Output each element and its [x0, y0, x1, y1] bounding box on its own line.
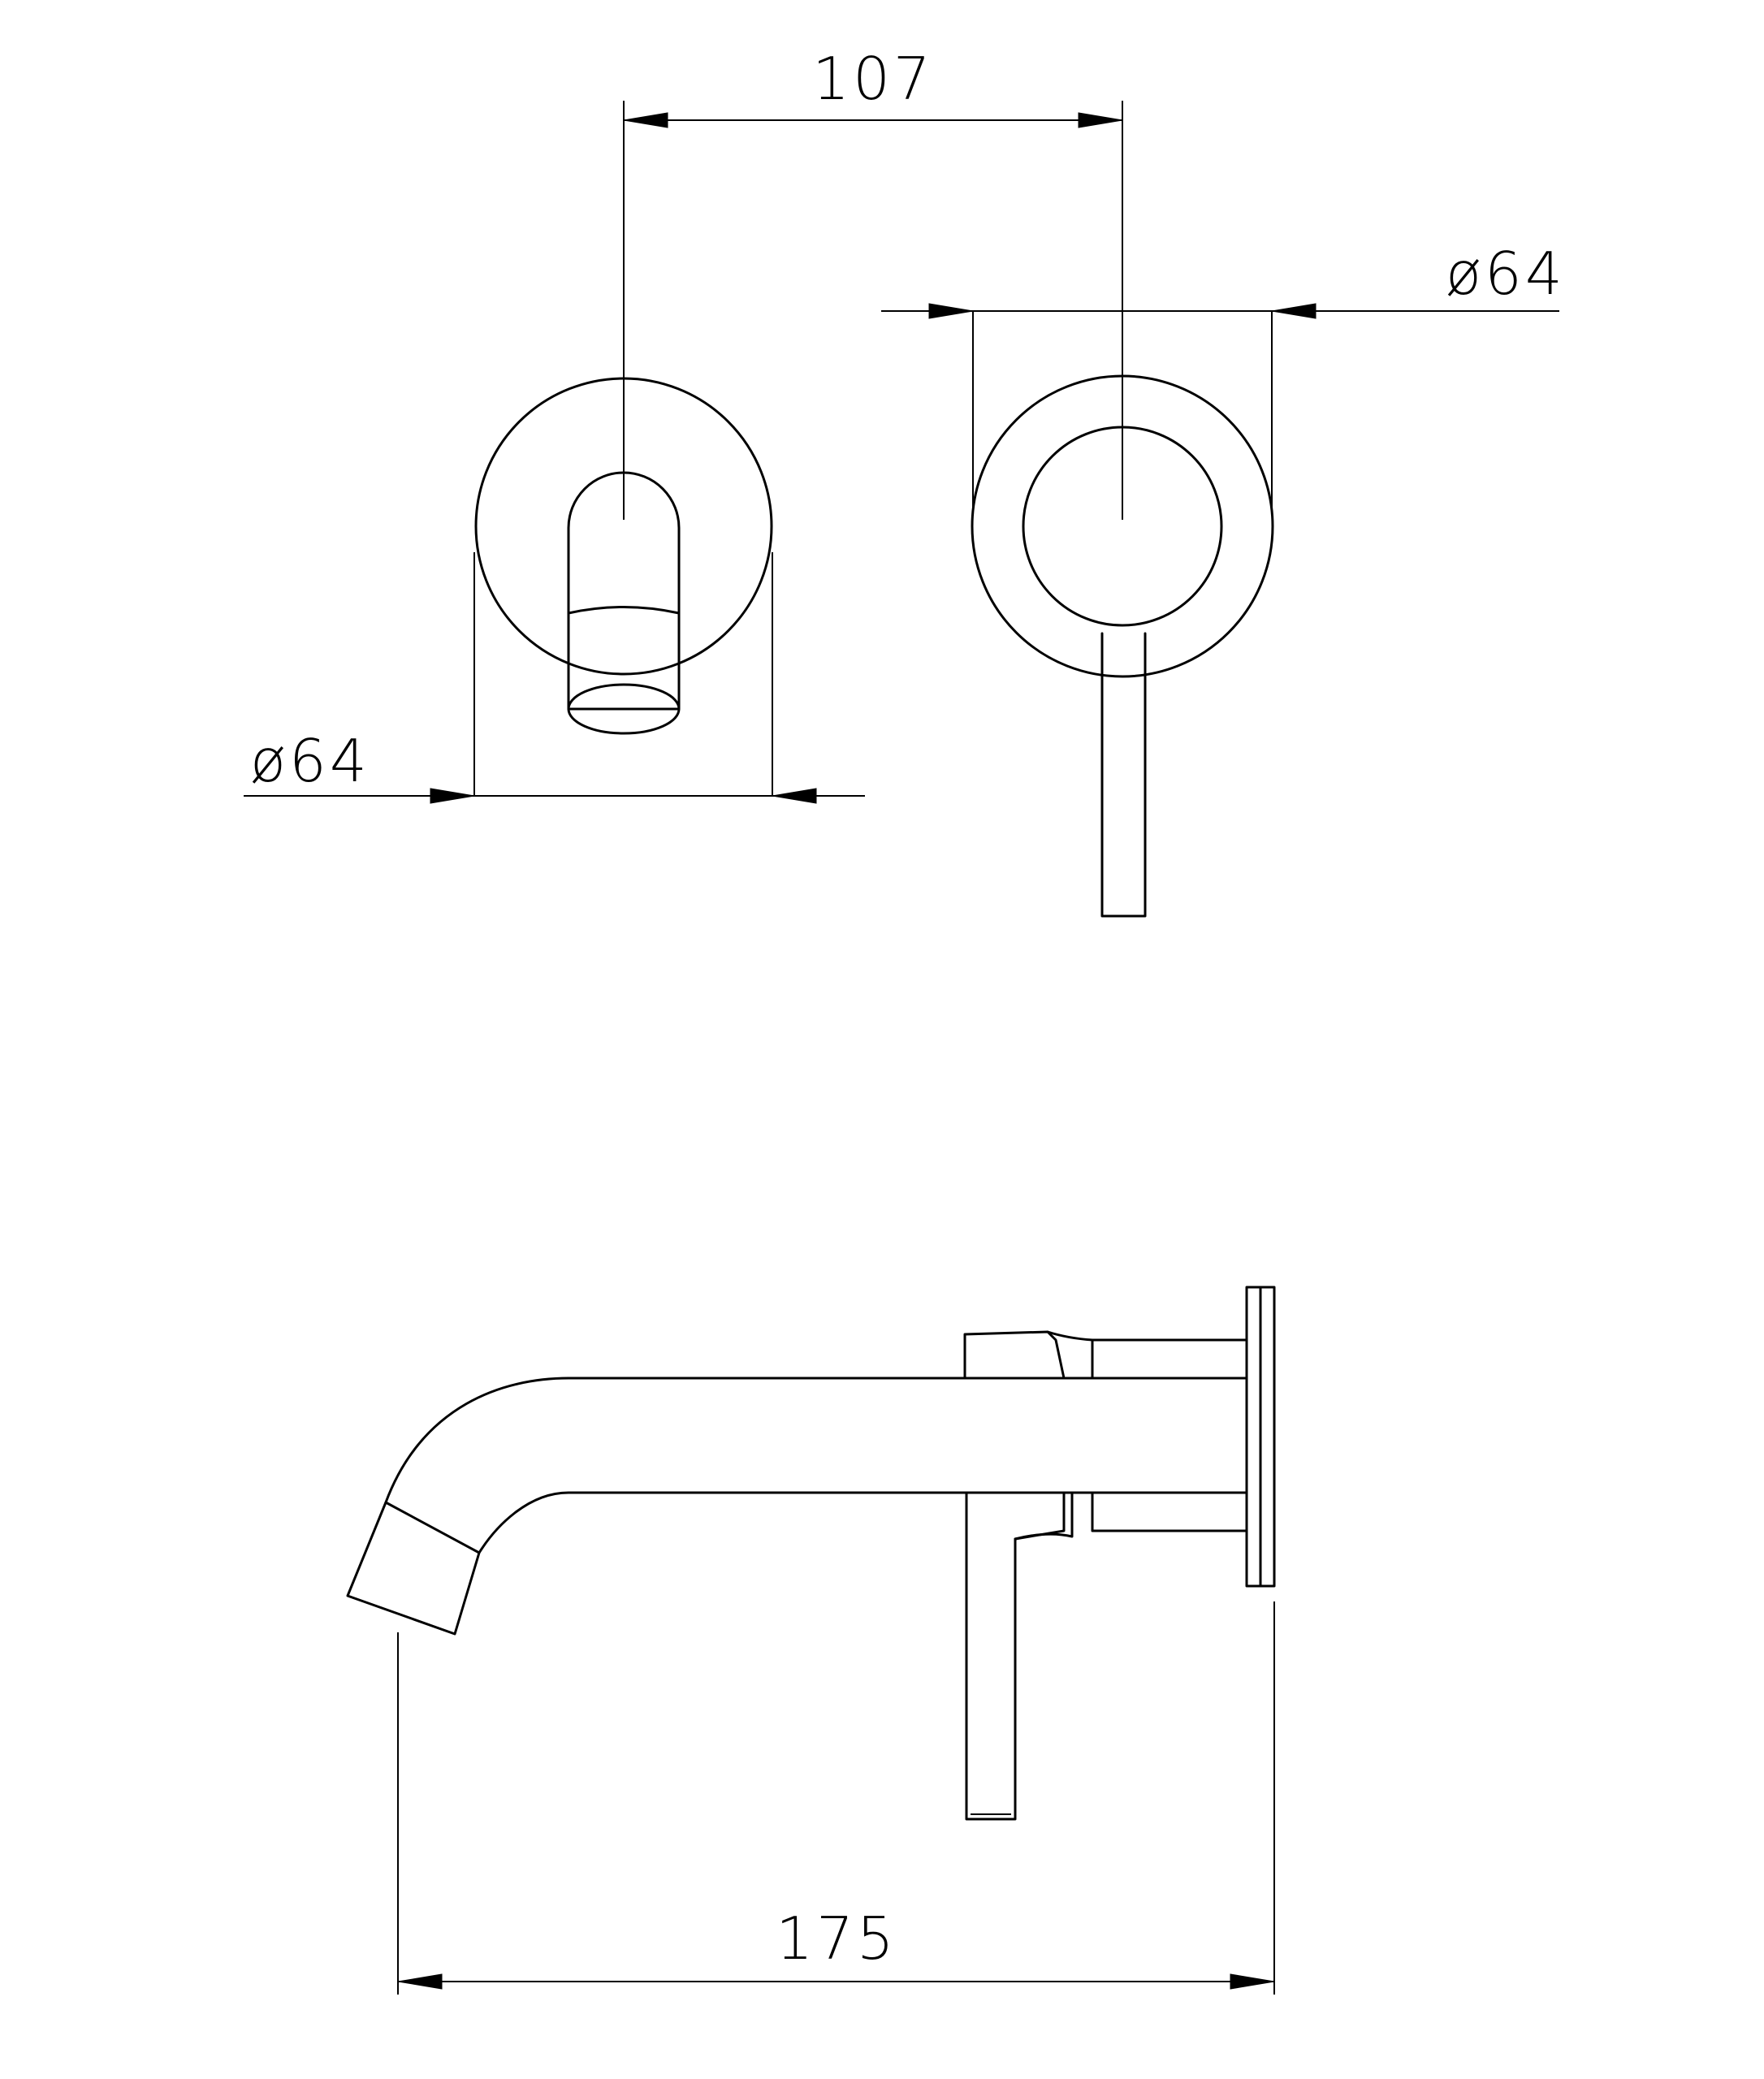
- dim-length-arrow-left: [397, 1973, 443, 1990]
- mixer-body-lower: [1091, 1491, 1248, 1532]
- dimension-diameter-left: ø64: [244, 552, 865, 804]
- dim-diam-left-label: ø64: [250, 727, 370, 795]
- handle-housing-bottom: [1014, 1491, 1066, 1541]
- dim-spacing-arrow-left: [623, 112, 668, 128]
- dim-diam-left-arrow-left: [430, 788, 475, 804]
- handle-housing-taper-lower: [1014, 1491, 1074, 1541]
- dim-length-arrow-right: [1230, 1973, 1275, 1990]
- dim-diam-right-label: ø64: [1446, 240, 1566, 308]
- spout-front-view: [474, 101, 773, 735]
- spout-band: [567, 606, 681, 711]
- mixer-lever: [1100, 632, 1147, 918]
- dim-diam-right-arrow-right: [1271, 303, 1317, 319]
- spout-pipe-bottom: [478, 1491, 1248, 1554]
- handle-housing-top: [963, 1330, 1066, 1380]
- spout-pipe-top: [384, 1377, 1248, 1504]
- dim-length-label: 175: [776, 1904, 897, 1973]
- side-view: [346, 1286, 1276, 1821]
- dim-spacing-label: 107: [812, 45, 933, 113]
- dim-spacing-arrow-right: [1078, 112, 1123, 128]
- dimension-length: 175: [397, 1601, 1275, 1995]
- spout-outlet-ellipse: [567, 683, 681, 735]
- side-lever: [965, 1491, 1017, 1821]
- dimension-diameter-right: ø64: [881, 240, 1566, 512]
- dim-diam-left-arrow-right: [772, 788, 817, 804]
- mixer-front-view: [971, 101, 1274, 918]
- spout-outlet: [346, 1501, 481, 1636]
- dimension-spacing: 107: [623, 45, 1123, 128]
- mixer-body-upper: [1091, 1338, 1248, 1380]
- handle-housing-taper: [1046, 1330, 1094, 1342]
- dim-diam-right-arrow-left: [928, 303, 974, 319]
